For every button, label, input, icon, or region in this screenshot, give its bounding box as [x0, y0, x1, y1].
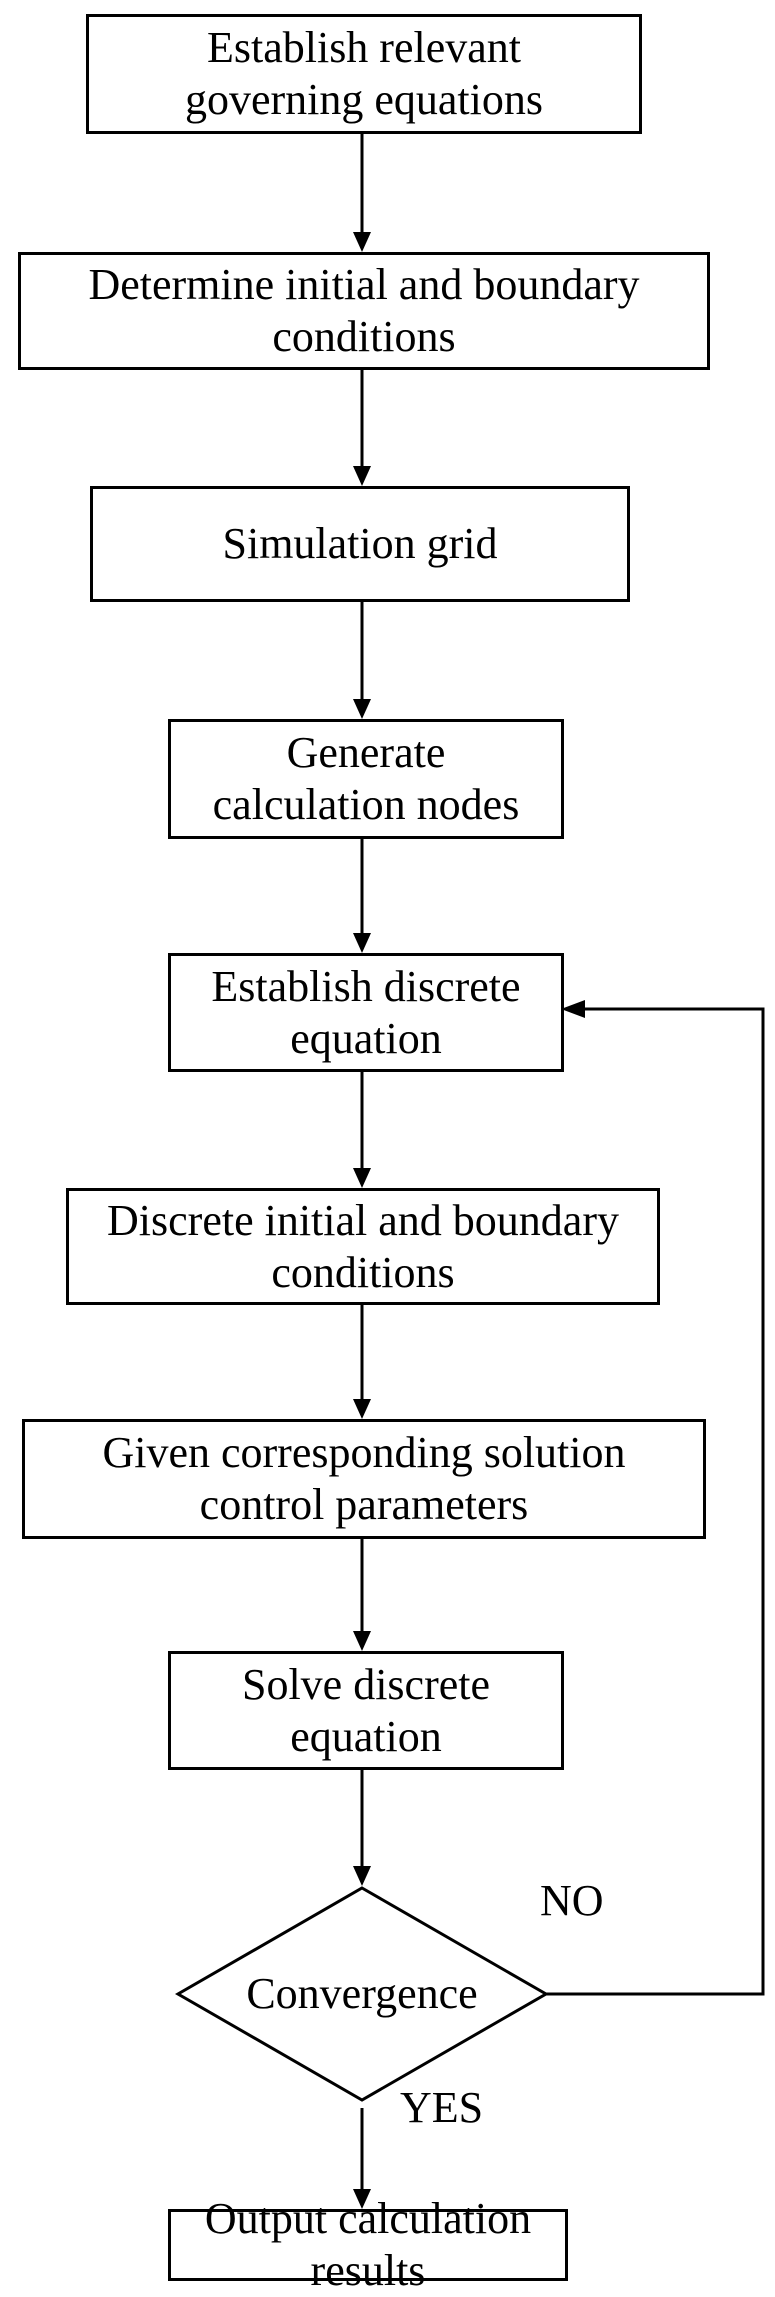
decision-diamond	[174, 1886, 550, 2102]
step-determine-conditions: Determine initial and boundary condition…	[18, 252, 710, 370]
decision-label: Convergence	[246, 1969, 478, 2018]
step-label: Establish relevant governing equations	[184, 23, 544, 124]
yes-branch-label: YES	[400, 2083, 484, 2132]
step-label: Determine initial and boundary condition…	[88, 260, 640, 361]
step-discrete-conditions: Discrete initial and boundary conditions	[66, 1188, 660, 1305]
step-label: Simulation grid	[222, 519, 498, 568]
step-label: Generate calculation nodes	[212, 728, 520, 829]
step-solve-discrete-equation: Solve discrete equation	[168, 1651, 564, 1770]
step-label: Solve discrete equation	[241, 1659, 491, 1761]
arrow-no-loop	[546, 1007, 765, 1996]
step-establish-discrete-equation: Establish discrete equation	[168, 953, 564, 1072]
step-generate-nodes: Generate calculation nodes	[168, 719, 564, 839]
output-calculation-results: Output calculation results	[168, 2194, 568, 2295]
step-label: Given corresponding solution control par…	[102, 1428, 626, 1529]
step-label: Establish discrete equation	[211, 961, 521, 1063]
step-establish-governing-equations: Establish relevant governing equations	[86, 14, 642, 134]
output-label: Output calculation results	[204, 2194, 532, 2295]
no-branch-label: NO	[540, 1876, 604, 1925]
step-label: Discrete initial and boundary conditions	[107, 1195, 619, 1297]
step-simulation-grid: Simulation grid	[90, 486, 630, 602]
step-solution-control-parameters: Given corresponding solution control par…	[22, 1419, 706, 1539]
